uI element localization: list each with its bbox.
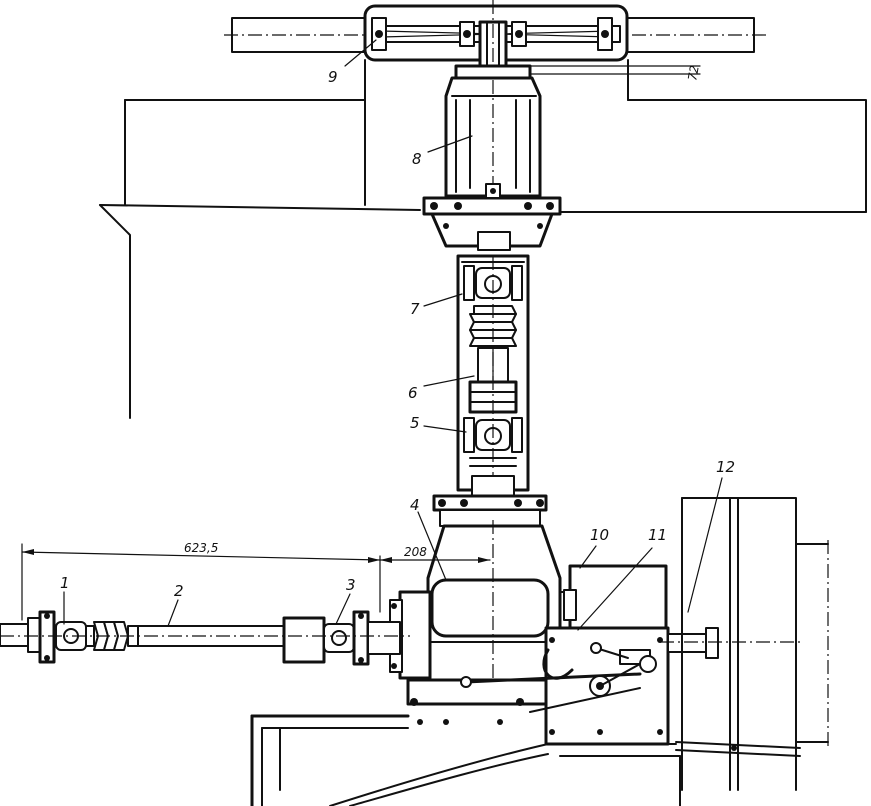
- dimension-623-5: 623,5: [184, 541, 218, 555]
- label-4: 4: [410, 496, 420, 514]
- label-5: 5: [410, 414, 420, 432]
- background-structure: [99, 59, 867, 419]
- chassis-frame: [250, 714, 681, 806]
- dimension-208: 208: [404, 545, 427, 559]
- dimension-labels: 623,5 208 72: [184, 64, 702, 559]
- label-7: 7: [410, 300, 420, 318]
- leader-lines: [63, 39, 723, 631]
- label-3: 3: [346, 576, 356, 594]
- label-6: 6: [408, 384, 418, 402]
- label-12: 12: [716, 458, 735, 476]
- top-rotor-assembly: [224, 0, 770, 90]
- lower-gearbox: [389, 475, 562, 706]
- dimension-lines: [21, 65, 701, 621]
- right-wheel: [675, 497, 829, 791]
- label-2: 2: [174, 582, 184, 600]
- vertical-shaft: [456, 254, 530, 500]
- dimension-72: 72: [685, 64, 701, 81]
- label-9: 9: [328, 68, 338, 86]
- control-box: [460, 564, 800, 746]
- horizontal-driveshaft: [0, 610, 410, 666]
- label-10: 10: [590, 526, 609, 544]
- upper-gearbox: [422, 76, 562, 251]
- part-labels: 1 2 3 4 5 6 7 8 9 10 11 12: [60, 68, 735, 600]
- label-1: 1: [60, 574, 70, 592]
- label-11: 11: [648, 526, 667, 544]
- label-8: 8: [412, 150, 422, 168]
